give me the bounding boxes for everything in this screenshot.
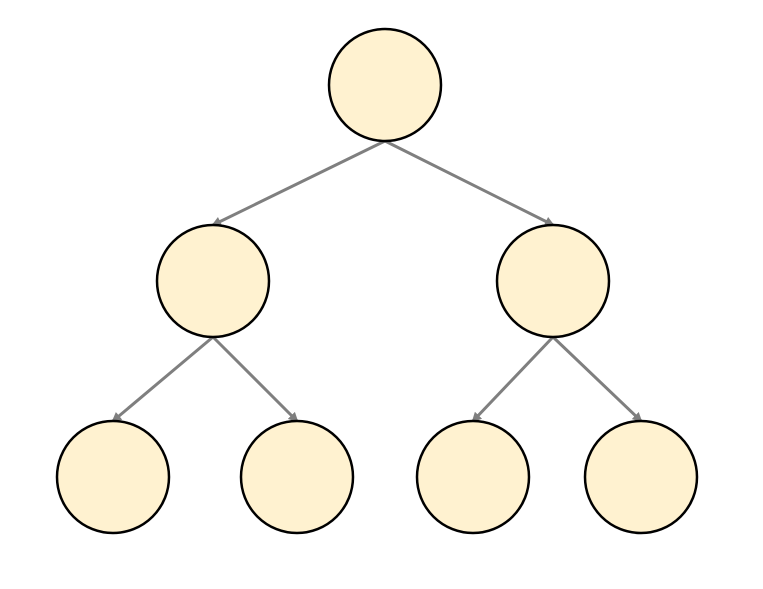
- tree-node-left-left: [55, 419, 171, 535]
- tree-node-right-left: [415, 419, 531, 535]
- node-circle: [415, 419, 531, 535]
- node-circle: [495, 223, 611, 339]
- tree-node-root: [327, 27, 443, 143]
- edge-root-to-left: [211, 139, 386, 227]
- node-circle: [327, 27, 443, 143]
- edge-left-to-left-left: [111, 335, 214, 423]
- edge-left-to-left-right: [211, 335, 299, 423]
- edges-layer: [111, 139, 643, 423]
- edge-root-to-right: [384, 139, 555, 227]
- tree-node-left-right: [239, 419, 355, 535]
- nodes-layer: [55, 27, 699, 535]
- tree-node-right: [495, 223, 611, 339]
- tree-node-right-right: [583, 419, 699, 535]
- node-circle: [155, 223, 271, 339]
- node-circle: [239, 419, 355, 535]
- edge-right-to-right-left: [471, 335, 555, 423]
- edge-right-to-right-right: [551, 335, 643, 423]
- node-circle: [55, 419, 171, 535]
- tree-node-left: [155, 223, 271, 339]
- node-circle: [583, 419, 699, 535]
